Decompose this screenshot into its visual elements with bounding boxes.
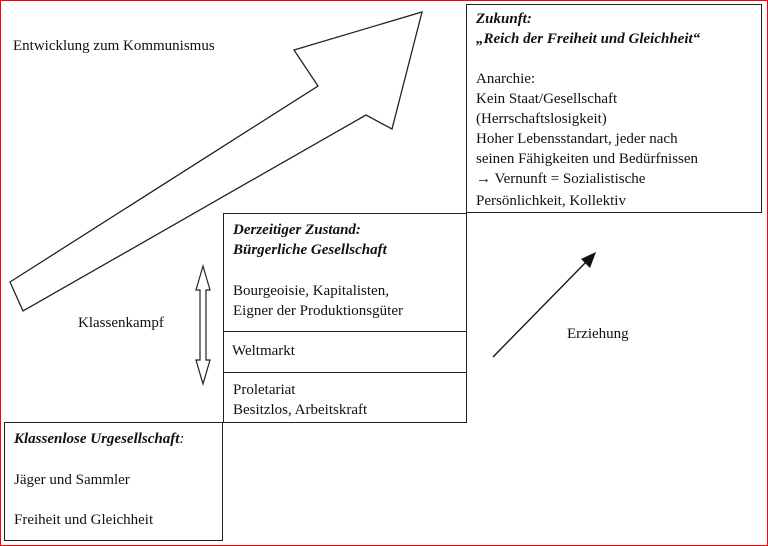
klassenkampf-label: Klassenkampf: [78, 315, 164, 331]
klassenkampf-double-arrow: [195, 263, 211, 387]
current-subheading: Bürgerliche Gesellschaft: [233, 242, 387, 258]
erziehung-arrowhead: [581, 252, 596, 268]
erziehung-arrow: [492, 259, 589, 358]
development-title: Entwicklung zum Kommunismus: [13, 38, 215, 54]
bourgeois-line: Bourgeoisie, Kapitalisten,: [233, 283, 389, 299]
world-market-section: Weltmarkt: [223, 331, 467, 373]
proletariat-line: Proletariat: [233, 382, 296, 398]
world-market-label: Weltmarkt: [232, 343, 295, 359]
future-line-vernunft: → Vernunft = Sozialistische: [476, 169, 645, 189]
current-state-box: Derzeitiger Zustand: Bürgerliche Gesells…: [223, 213, 467, 423]
proletariat-line: Besitzlos, Arbeitskraft: [233, 402, 368, 418]
future-line: Vernunft = Sozialistische: [494, 171, 646, 187]
primitive-society-box: Klassenlose Urgesellschaft: Jäger und Sa…: [4, 422, 223, 541]
future-box: Zukunft: „Reich der Freiheit und Gleichh…: [466, 4, 762, 213]
erziehung-label: Erziehung: [567, 326, 629, 342]
primitive-heading-line: Klassenlose Urgesellschaft:: [14, 429, 184, 449]
primitive-line: Jäger und Sammler: [14, 472, 130, 488]
right-arrow-icon: →: [476, 171, 491, 187]
future-line: Persönlichkeit, Kollektiv: [476, 193, 626, 209]
future-line: Hoher Lebensstandart, jeder nach: [476, 131, 678, 147]
primitive-line: Freiheit und Gleichheit: [14, 512, 154, 528]
primitive-heading-suffix: :: [179, 431, 185, 447]
future-line: (Herrschaftslosigkeit): [476, 111, 607, 127]
bourgeois-line: Eigner der Produktionsgüter: [233, 303, 403, 319]
primitive-heading: Klassenlose Urgesellschaft: [14, 431, 180, 447]
current-heading: Derzeitiger Zustand:: [233, 222, 361, 238]
future-heading: Zukunft:: [476, 11, 532, 27]
future-line: Anarchie:: [476, 71, 536, 87]
future-line: Kein Staat/Gesellschaft: [476, 91, 618, 107]
future-subheading: „Reich der Freiheit und Gleichheit“: [476, 31, 701, 47]
future-line: seinen Fähigkeiten und Bedürfnissen: [476, 151, 699, 167]
development-arrow: [9, 11, 423, 312]
